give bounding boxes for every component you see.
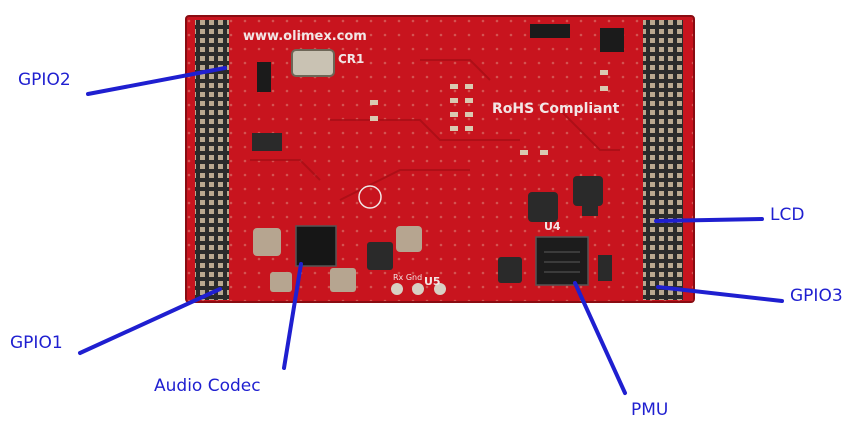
audio-codec-label: Audio Codec bbox=[154, 376, 261, 396]
pmu-chip bbox=[535, 236, 589, 286]
rohs-silkscreen: RoHS Compliant bbox=[492, 101, 620, 117]
pmu-label: PMU bbox=[631, 400, 669, 420]
audio-codec-callout-line bbox=[282, 262, 303, 370]
crystal bbox=[291, 49, 335, 77]
gpio2-callout-line bbox=[86, 66, 227, 96]
lcd-label: LCD bbox=[770, 205, 805, 225]
gpio2-label: GPIO2 bbox=[18, 70, 71, 90]
pmu-ref-silkscreen: U4 bbox=[544, 220, 561, 233]
gpio1-callout-line bbox=[78, 287, 222, 355]
audio-codec-chip bbox=[295, 225, 337, 267]
gpio3-label: GPIO3 bbox=[790, 286, 843, 306]
board-website-silkscreen: www.olimex.com bbox=[243, 29, 367, 44]
right-pin-header bbox=[643, 20, 683, 300]
pb-free-logo bbox=[358, 185, 382, 209]
gpio1-label: GPIO1 bbox=[10, 333, 63, 353]
inductor bbox=[528, 192, 558, 222]
pmu-callout-line bbox=[573, 281, 627, 395]
codec-ref-silkscreen: U5 bbox=[424, 275, 441, 288]
inductor bbox=[573, 176, 603, 206]
left-pin-header bbox=[195, 20, 229, 300]
crystal-ref-silkscreen: CR1 bbox=[338, 52, 364, 66]
gpio3-callout-line bbox=[656, 285, 784, 303]
pad-labels-silkscreen: Rx Gnd bbox=[393, 273, 422, 282]
lcd-callout-line bbox=[654, 217, 764, 223]
